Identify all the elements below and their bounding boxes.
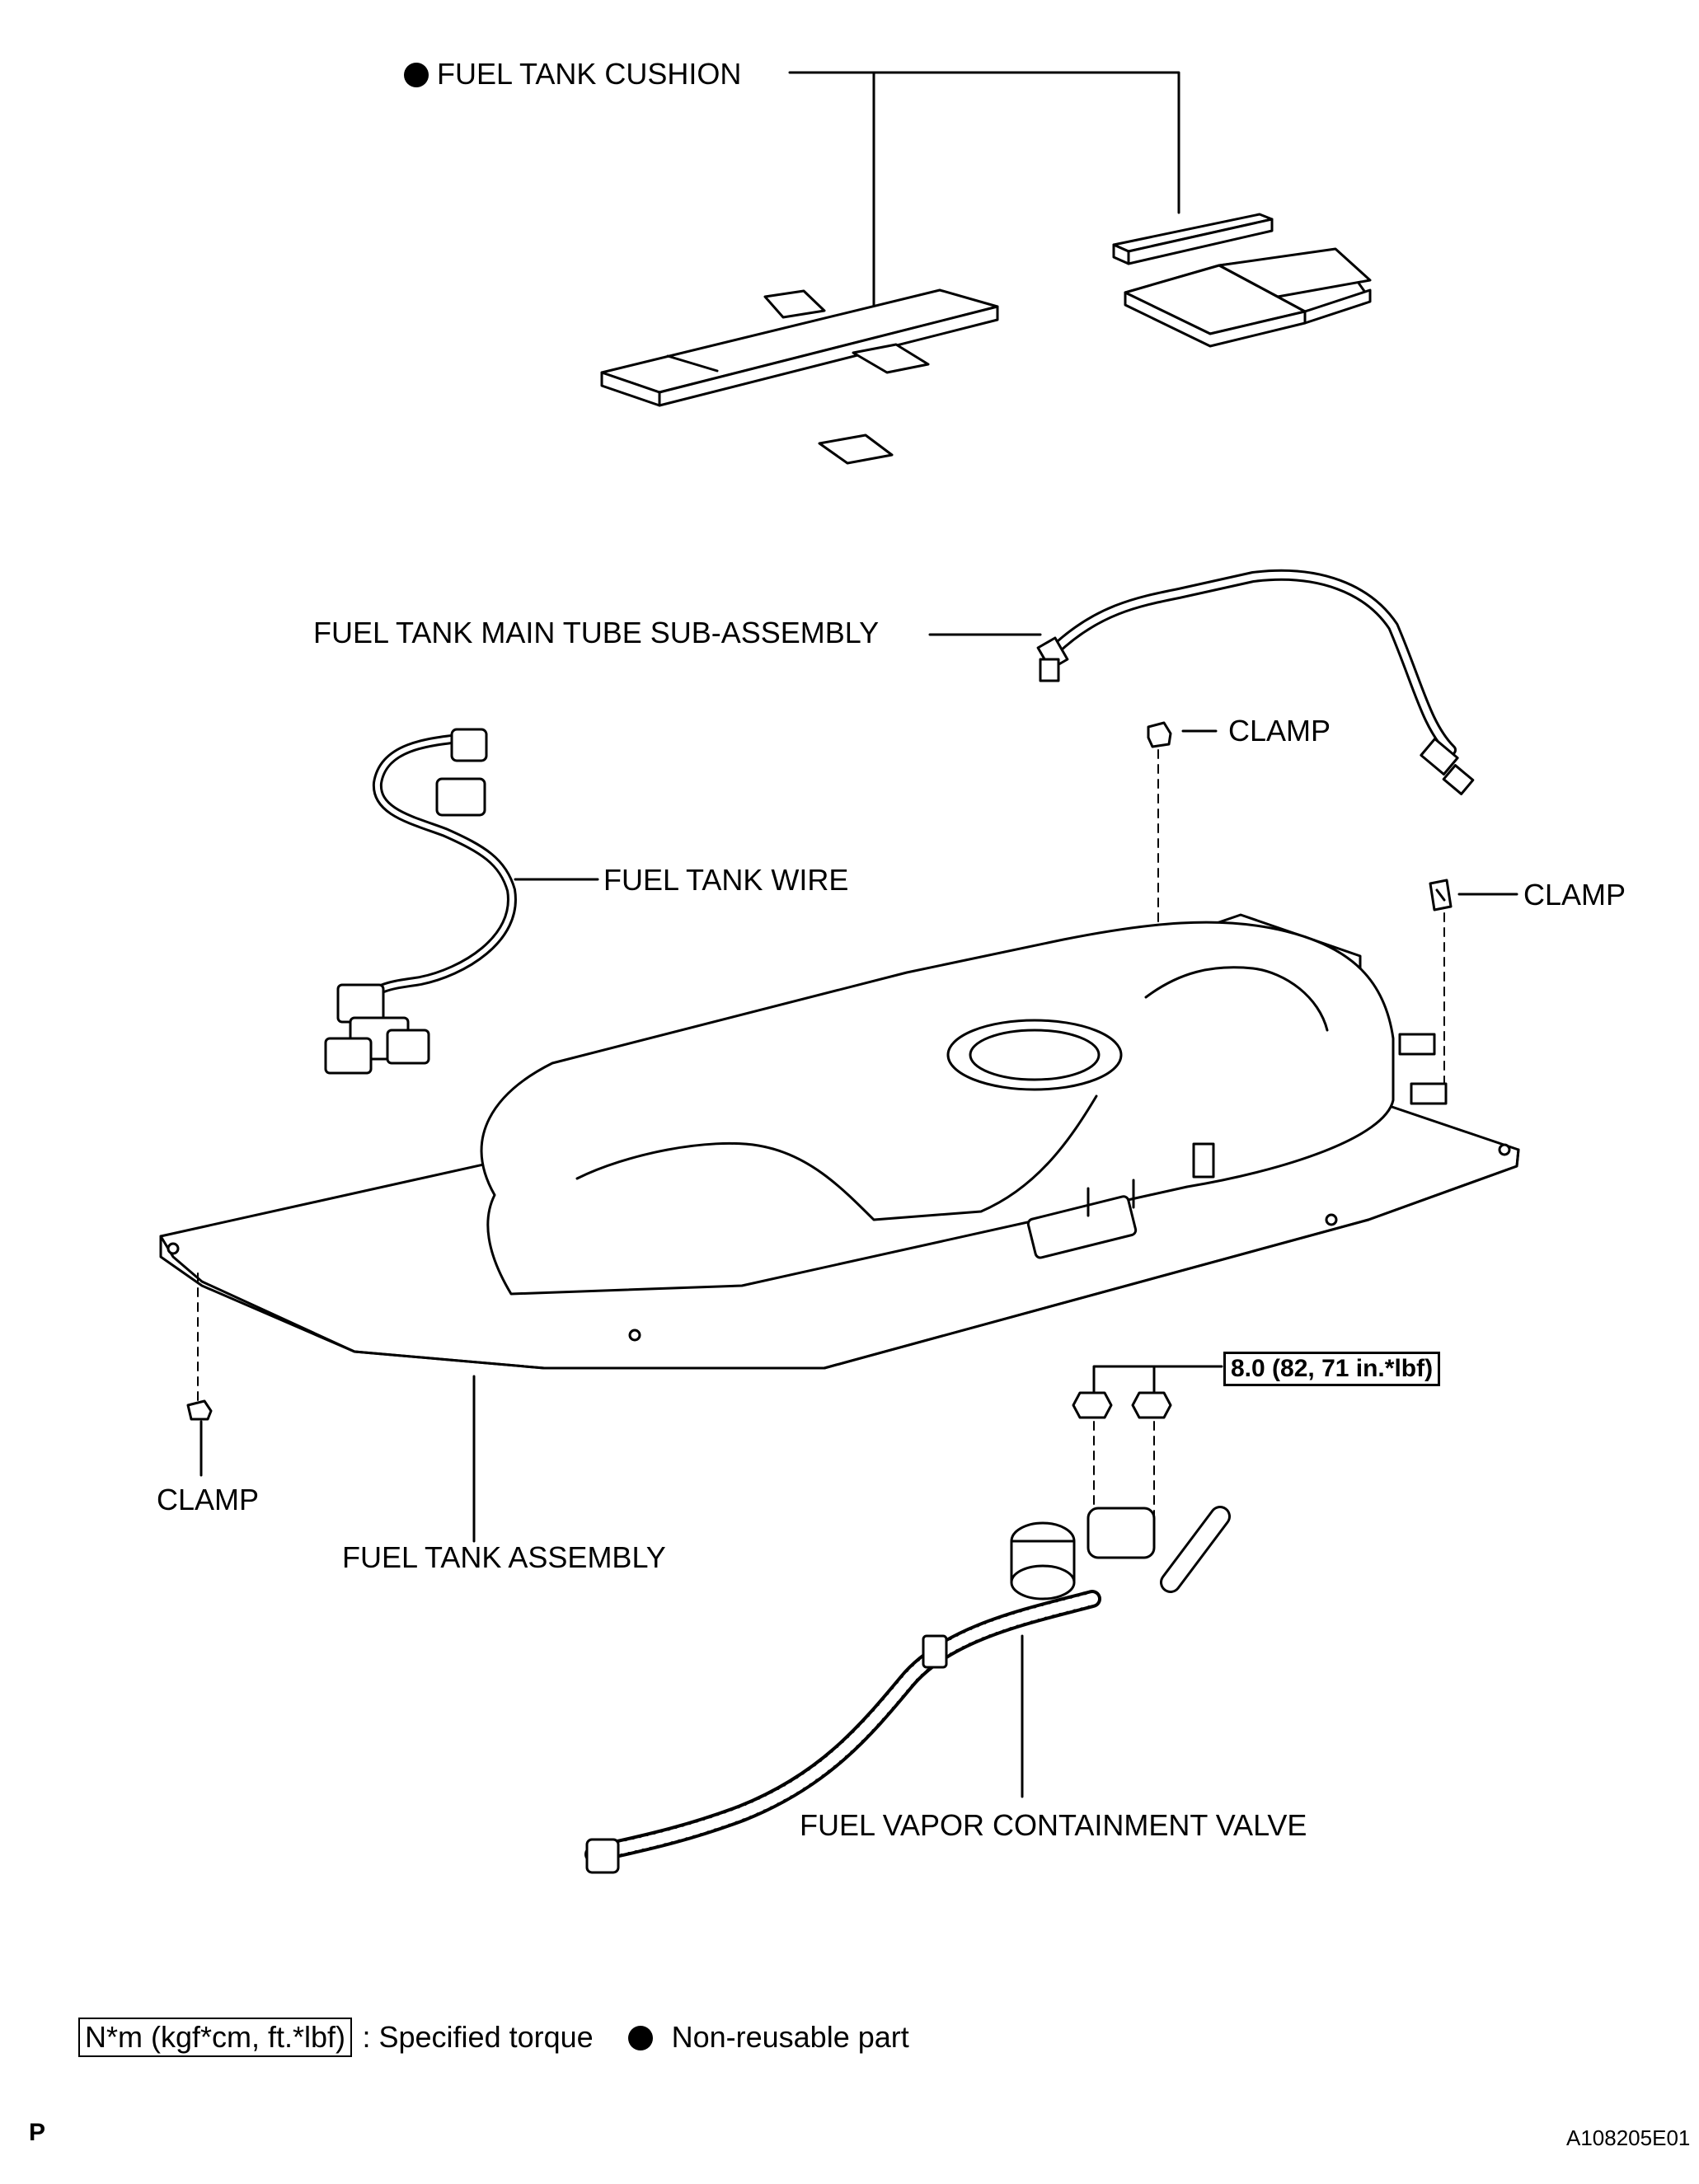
figure-id: A108205E01 — [1566, 2125, 1691, 2150]
fuel-tank-wire-harness — [324, 728, 599, 1075]
fuel-tank-cushion-pads — [600, 213, 1372, 465]
fuel-tank-assembly-label: FUEL TANK ASSEMBLY — [342, 1540, 666, 1574]
non-reusable-legend-icon — [628, 2026, 654, 2050]
clamp-right-label: CLAMP — [1523, 878, 1626, 912]
torque-spec-box: 8.0 (82, 71 in.*lbf) — [1223, 1352, 1441, 1386]
torque-legend-text: : Specified torque — [362, 2020, 594, 2054]
nonreusable-legend-text: Non-reusable part — [671, 2020, 909, 2054]
clamp-left — [186, 1272, 476, 1543]
nuts — [1072, 1365, 1223, 1526]
legend: N*m (kgf*cm, ft.*lbf) : Specified torque… — [78, 2018, 909, 2059]
fuel-tank-wire-label: FUEL TANK WIRE — [603, 863, 849, 897]
fuel-tank-cushion-label: FUEL TANK CUSHION — [404, 58, 741, 91]
clamp-right — [1429, 879, 1518, 1105]
fuel-vapor-containment-valve — [584, 1506, 1231, 1874]
main-tube-label: FUEL TANK MAIN TUBE SUB-ASSEMBLY — [313, 616, 880, 649]
fuel-tank-main-tube — [928, 569, 1475, 795]
non-reusable-icon — [404, 63, 429, 87]
fuel-tank-assembly — [159, 913, 1520, 1370]
page-mark: P — [29, 2119, 46, 2146]
vapor-valve-label: FUEL VAPOR CONTAINMENT VALVE — [800, 1808, 1307, 1842]
clamp-top-label: CLAMP — [1228, 714, 1331, 748]
cushion-leader-lines — [788, 71, 1180, 308]
torque-units-box: N*m (kgf*cm, ft.*lbf) — [78, 2018, 353, 2057]
clamp-left-label: CLAMP — [157, 1483, 260, 1516]
clamp-top — [1147, 721, 1218, 961]
